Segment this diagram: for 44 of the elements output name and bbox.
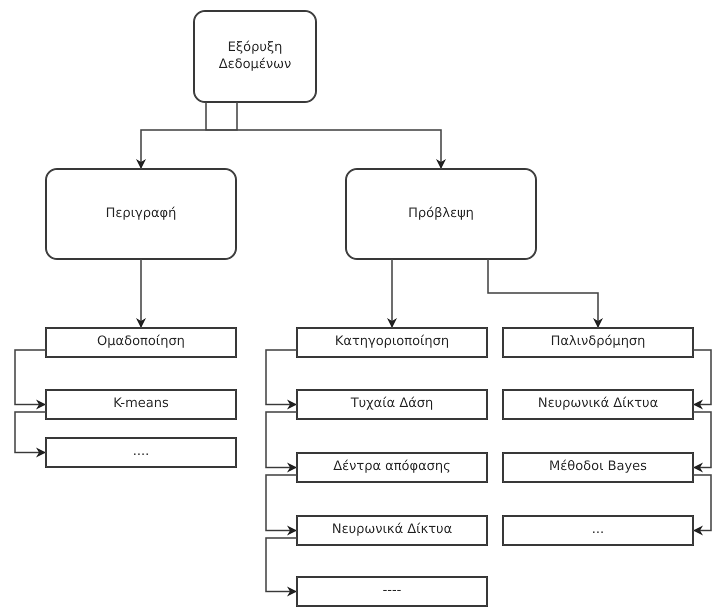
arrow: [487, 260, 603, 328]
arrow: [265, 411, 297, 472]
arrow: [693, 474, 712, 536]
box-label: Δέντρα απόφασης: [333, 459, 451, 476]
process-box: [502, 452, 694, 483]
process-box: [502, 515, 694, 546]
process-box: [296, 515, 488, 546]
process-box: [296, 389, 488, 420]
box-label: Νευρωνικά Δίκτυα: [332, 522, 452, 539]
arrow: [14, 411, 46, 458]
process-box: [296, 327, 488, 358]
arrow: [205, 103, 446, 169]
process-box: [45, 389, 237, 420]
box-label: Πρόβλεψη: [408, 206, 474, 222]
process-box: [296, 576, 488, 607]
rounded-box: [45, 168, 237, 260]
box-label: K-means: [113, 396, 169, 413]
box-label: Νευρωνικά Δίκτυα: [538, 396, 658, 413]
process-box: [502, 389, 694, 420]
box-label: Ομαδοποίηση: [97, 334, 185, 351]
arrow: [136, 260, 146, 328]
rounded-box: [345, 168, 537, 260]
arrow: [387, 260, 397, 328]
process-box: [45, 327, 237, 358]
box-label: Κατηγοριοποίηση: [334, 334, 450, 351]
arrow: [136, 103, 238, 169]
box-label: ----: [382, 583, 402, 600]
box-label: Περιγραφή: [106, 206, 176, 222]
arrow: [265, 537, 297, 596]
rounded-box: [193, 10, 317, 103]
process-box: [45, 437, 237, 468]
box-label: ....: [132, 444, 150, 461]
box-label: Τυχαία Δάση: [350, 396, 434, 413]
arrow: [693, 349, 712, 410]
arrow: [265, 474, 297, 536]
box-label: Παλινδρόμηση: [550, 334, 646, 351]
process-box: [502, 327, 694, 358]
process-box: [296, 452, 488, 483]
arrow: [693, 411, 712, 472]
box-label: Εξόρυξη Δεδομένων: [218, 40, 292, 73]
arrow: [14, 349, 46, 410]
box-label: Μέθοδοι Bayes: [549, 459, 647, 476]
arrow: [265, 349, 297, 410]
box-label: ...: [592, 522, 604, 539]
